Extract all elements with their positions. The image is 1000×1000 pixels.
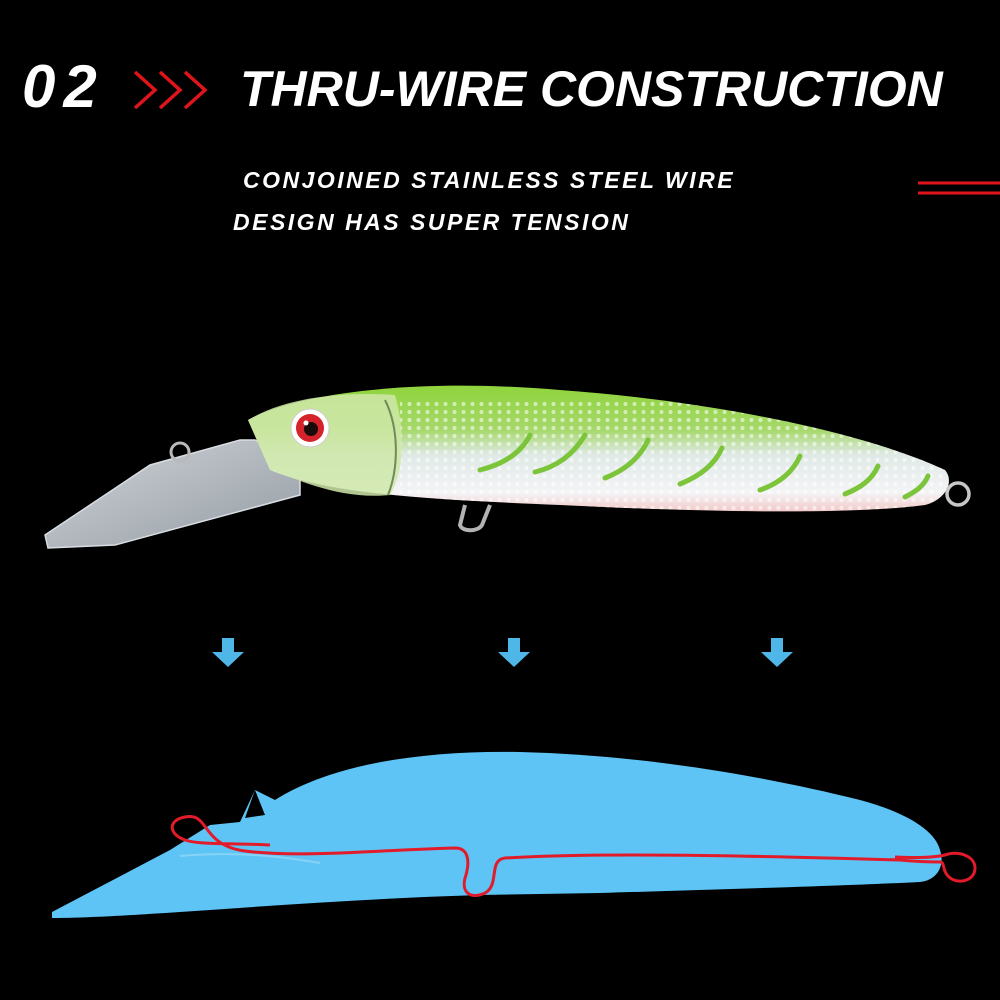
section-title: THRU-WIRE CONSTRUCTION	[240, 61, 943, 117]
description-line-2: DESIGN HAS SUPER TENSION	[233, 209, 631, 235]
red-rule-decoration	[918, 181, 1000, 195]
hook-hanger	[457, 504, 492, 533]
lure-head	[248, 394, 402, 496]
down-arrow-icon	[761, 638, 793, 667]
tail-ring	[945, 481, 971, 507]
chevron-arrows-icon	[133, 70, 208, 110]
wire-path-eye	[894, 851, 977, 883]
lure-silhouette	[52, 751, 942, 918]
lure-stripes	[477, 432, 931, 500]
wire-path	[170, 815, 943, 898]
description-line-1: CONJOINED STAINLESS STEEL WIRE	[243, 167, 736, 193]
section-number: 02	[22, 53, 105, 120]
line-tie-ring	[169, 441, 191, 463]
down-arrow-icon	[498, 638, 530, 667]
down-arrow-icon	[212, 638, 244, 667]
